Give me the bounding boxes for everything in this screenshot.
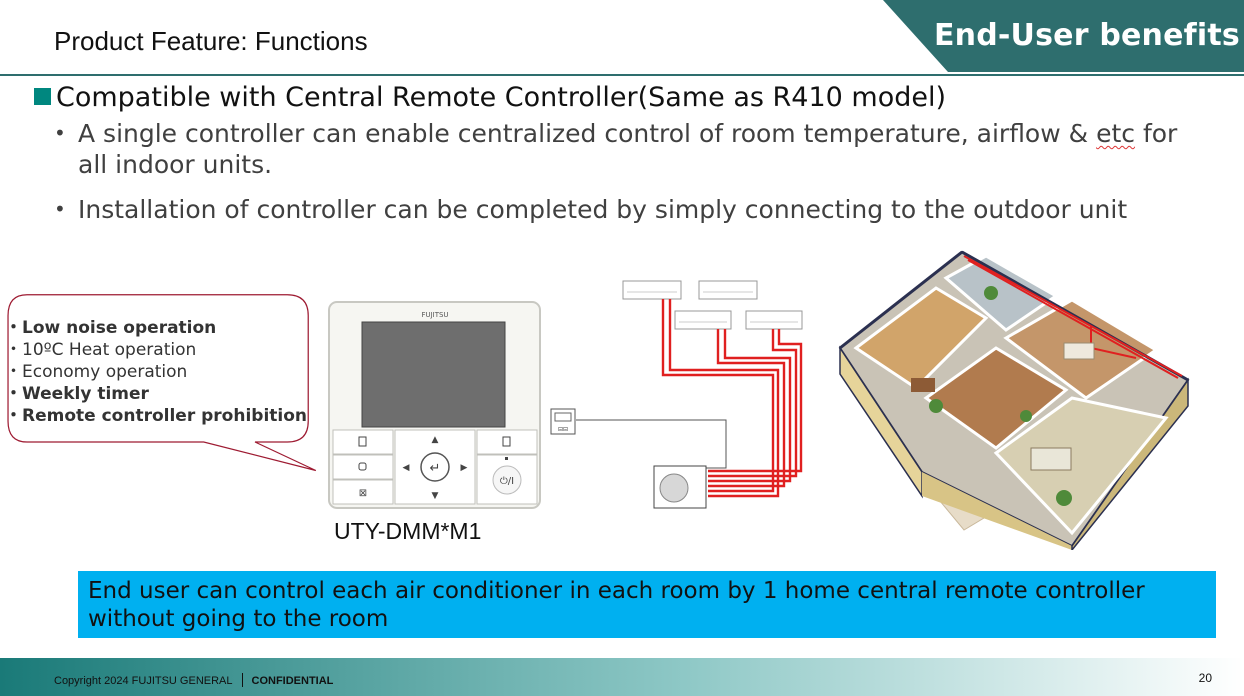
svg-text:◀: ◀ bbox=[403, 463, 410, 473]
footer-bar bbox=[0, 658, 1244, 696]
svg-text:↵: ↵ bbox=[430, 461, 441, 476]
svg-text:▲: ▲ bbox=[432, 435, 439, 445]
callout-item: ・10ºC Heat operation bbox=[5, 340, 197, 360]
copyright-text: Copyright 2024 FUJITSU GENERAL bbox=[54, 675, 233, 687]
svg-text:▶: ▶ bbox=[461, 463, 468, 473]
header-banner bbox=[883, 0, 1244, 72]
bullet-text: Installation of controller can be comple… bbox=[78, 195, 1128, 224]
bullet-dot-icon: • bbox=[54, 197, 66, 221]
summary-box: End user can control each air conditione… bbox=[78, 571, 1216, 638]
footer-separator bbox=[241, 673, 243, 687]
system-wiring-diagram: ⊟⊟ bbox=[550, 280, 803, 509]
section-heading-text: Compatible with Central Remote Controlle… bbox=[56, 82, 946, 113]
callout-feature-list: ・Low noise operation ・10ºC Heat operatio… bbox=[5, 317, 307, 427]
spellcheck-word: etc bbox=[1096, 119, 1136, 148]
svg-text:⊟⊟: ⊟⊟ bbox=[558, 426, 568, 433]
callout-item: ・Low noise operation bbox=[5, 318, 217, 338]
page-number: 20 bbox=[1198, 671, 1212, 685]
controller-brand: FUJITSU bbox=[421, 311, 448, 319]
title-divider bbox=[0, 74, 1244, 76]
footer-copyright: Copyright 2024 FUJITSU GENERAL CONFIDENTI… bbox=[54, 673, 333, 687]
bullet-list: • A single controller can enable central… bbox=[54, 118, 1214, 239]
callout-item: ・Remote controller prohibition bbox=[5, 406, 308, 426]
section-heading: Compatible with Central Remote Controlle… bbox=[34, 82, 946, 113]
confidential-label: CONFIDENTIAL bbox=[251, 675, 334, 687]
house-cutaway-image bbox=[838, 250, 1190, 550]
svg-text:⊠: ⊠ bbox=[359, 488, 367, 499]
square-bullet-icon bbox=[34, 88, 51, 105]
bullet-item: • Installation of controller can be comp… bbox=[54, 194, 1214, 225]
summary-line: End user can control each air conditione… bbox=[88, 578, 1145, 604]
summary-line: without going to the room bbox=[88, 606, 389, 632]
controller-model-label: UTY-DMM*M1 bbox=[334, 518, 482, 544]
callout-item: ・Weekly timer bbox=[5, 384, 149, 404]
bullet-text: for bbox=[1135, 119, 1178, 148]
bullet-text-continued: all indoor units. bbox=[78, 150, 273, 179]
page-title: Product Feature: Functions bbox=[54, 26, 368, 56]
callout-bubble bbox=[7, 294, 317, 472]
svg-text:▼: ▼ bbox=[432, 491, 439, 501]
bullet-dot-icon: • bbox=[54, 121, 66, 145]
banner-title: End-User benefits bbox=[933, 18, 1240, 53]
remote-controller-image: FUJITSU ⊠ ↵ ▲ ▼ ◀ ▶ ⏻/I bbox=[328, 301, 541, 509]
bullet-item: • A single controller can enable central… bbox=[54, 118, 1214, 180]
callout-item: ・Economy operation bbox=[5, 362, 188, 382]
bullet-text: A single controller can enable centraliz… bbox=[78, 119, 1097, 148]
power-button-label: ⏻/I bbox=[500, 476, 514, 487]
